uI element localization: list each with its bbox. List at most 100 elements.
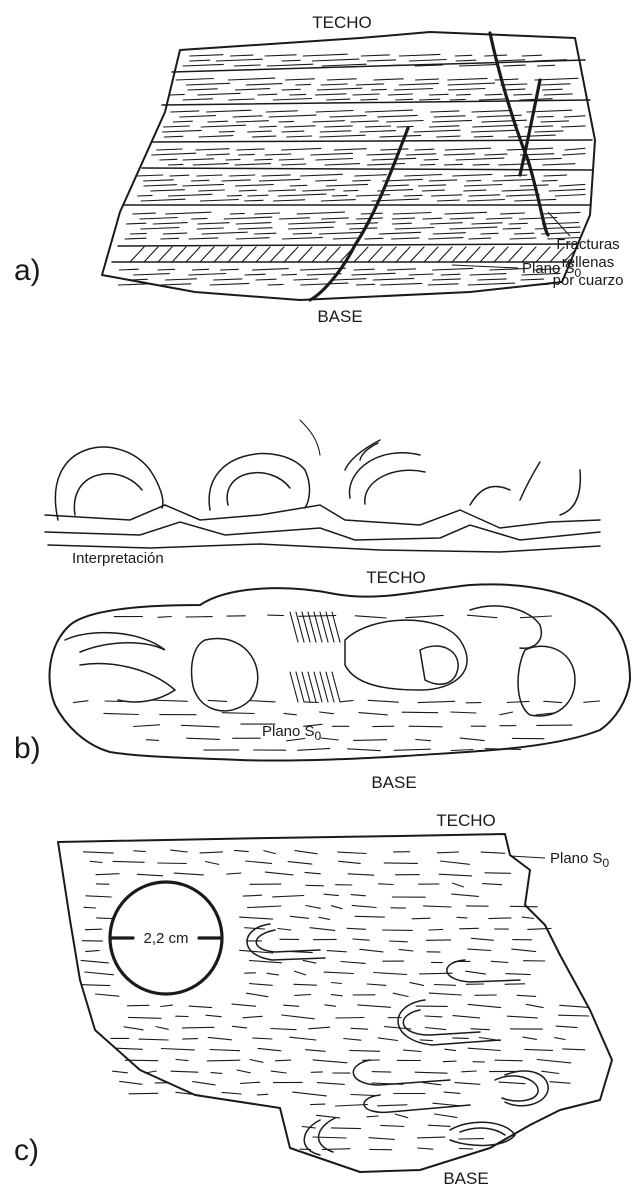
panel-c-lamina-stroke [120, 1081, 142, 1084]
panel-a-lamina-stroke [221, 269, 239, 270]
panel-c-lamina-stroke [352, 905, 376, 907]
panel-a-lamina-stroke [519, 218, 556, 220]
panel-a-cross-stroke [130, 247, 144, 262]
panel-a-cross-stroke [368, 247, 382, 262]
panel-a-lamina-stroke [472, 223, 502, 224]
panel-a-lamina-stroke [144, 185, 177, 186]
panel-b-lamina-stroke [320, 712, 334, 714]
panel-a-lamina-stroke [469, 238, 491, 239]
panel-a-cross-stroke [396, 247, 410, 262]
panel-a-lamina-stroke [325, 126, 353, 127]
panel-a-cross-stroke [242, 247, 256, 262]
panel-a-lamina-stroke [256, 279, 276, 280]
panel-a-lamina-stroke [235, 164, 270, 165]
panel-b-lamina-stroke [321, 738, 338, 740]
panel-c-lamina-stroke [295, 971, 306, 975]
panel-c-lamina-stroke [425, 1016, 442, 1017]
panel-c-lamina-stroke [137, 874, 162, 876]
panel-c-lamina-stroke [189, 1006, 212, 1008]
panel-a-lamina-stroke [216, 59, 262, 61]
panel-a-lamina-stroke [395, 228, 434, 230]
panel-a-lamina-stroke [356, 195, 389, 196]
panel-a-lamina-stroke [219, 131, 234, 132]
panel-c-lamina-stroke [267, 973, 278, 975]
panel-a-cross-stroke [158, 247, 172, 262]
panel-a-lamina-stroke [188, 89, 218, 90]
panel-b-lamina-stroke [544, 701, 562, 702]
panel-c-lamina-stroke [81, 960, 108, 963]
panel-c-lamina-stroke [355, 916, 384, 917]
panel-c-lamina-stroke [129, 1093, 158, 1094]
panel-a-lamina-stroke [448, 78, 487, 80]
panel-c-lamina-stroke [378, 884, 393, 885]
panel-b-letter: b) [14, 732, 41, 765]
panel-a-lamina-stroke [296, 84, 311, 85]
panel-c-lamina-stroke [246, 993, 268, 997]
panel-a-lamina-stroke [301, 174, 343, 176]
panel-a-lamina-stroke [387, 121, 423, 123]
panel-a-lamina-stroke [399, 54, 440, 56]
panel-a-lamina-stroke [227, 195, 241, 196]
panel-a-lamina-stroke [372, 89, 387, 90]
panel-a-lamina-stroke [279, 121, 294, 122]
panel-b-lamina-stroke [73, 701, 88, 703]
panel-c-lamina-stroke [324, 972, 353, 973]
panel-a-lamina-stroke [379, 232, 420, 234]
panel-a-lamina-stroke [392, 218, 414, 219]
panel-a-lamina-stroke [468, 200, 505, 202]
panel-c-lamina-stroke [460, 928, 479, 929]
panel-b-lamina-stroke [208, 700, 227, 701]
panel-a-lamina-stroke [317, 88, 362, 90]
panel-c-lamina-stroke [128, 1005, 150, 1006]
panel-c-lamina-stroke [319, 917, 330, 919]
panel-a-lamina-stroke [189, 238, 218, 239]
panel-a-lamina-stroke [562, 126, 585, 127]
panel-a-lamina-stroke [387, 185, 409, 186]
panel-a-lamina-stroke [563, 154, 585, 155]
panel-c-lamina-stroke [253, 1038, 272, 1039]
panel-a-lamina-stroke [287, 136, 312, 137]
panel-b-lamina-stroke [299, 616, 336, 617]
panel-c-lamina-stroke [317, 1115, 340, 1118]
panel-a-lamina-stroke [354, 269, 374, 270]
panel-a-lamina-stroke [419, 185, 446, 186]
panel-c-lamina-stroke [306, 885, 323, 886]
panel-b-bottom-label: BASE [371, 773, 416, 792]
panel-a-lamina-stroke [140, 218, 177, 220]
panel-a-lamina-stroke [289, 222, 335, 224]
panel-a-lamina-stroke [255, 233, 276, 234]
panel-c-lamina-stroke [134, 851, 146, 852]
panel-a-lamina-stroke [246, 84, 282, 85]
panel-c-lamina-stroke [331, 906, 342, 909]
panel-a-lamina-stroke [542, 223, 578, 225]
panel-a-lamina-stroke [429, 94, 448, 95]
panel-a-lamina-stroke [199, 136, 233, 137]
panel-a-lamina-stroke [499, 164, 530, 165]
panel-a-lamina-stroke [334, 279, 366, 280]
panel-c-lamina-stroke [423, 1083, 441, 1085]
panel-a-lamina-stroke [282, 60, 300, 61]
panel-a-lamina-stroke [171, 111, 199, 112]
panel-a-lamina-stroke [134, 274, 170, 275]
panel-a-lamina-stroke [152, 153, 196, 155]
panel-a-fractures-label-line-1: Fracturas [556, 236, 619, 253]
panel-c-lamina-stroke [200, 852, 223, 853]
panel-c-lamina-stroke [389, 941, 407, 942]
panel-c-lamina-stroke [129, 1017, 162, 1018]
panel-c-lamina-stroke [336, 1105, 368, 1107]
panel-a-lamina-stroke [253, 269, 289, 270]
panel-a-lamina-stroke [433, 268, 473, 270]
panel-b-lamina-stroke [402, 712, 438, 713]
panel-c-lamina-stroke [523, 1037, 537, 1039]
panel-b-lamina-stroke [354, 740, 387, 741]
panel-a-lamina-stroke [207, 154, 230, 155]
panel-a-lamina-stroke [255, 159, 272, 160]
panel-a-cross-stroke [410, 247, 424, 262]
panel-a-lamina-stroke [537, 116, 553, 117]
panel-a-lamina-stroke [230, 213, 244, 214]
panel-a-letter: a) [14, 254, 41, 287]
panel-a-lamina-stroke [233, 116, 262, 117]
panel-c-plane-label: Plano S0 [550, 850, 610, 870]
panel-c-lamina-stroke [241, 1082, 260, 1083]
panel-a-lamina-stroke [239, 190, 256, 191]
